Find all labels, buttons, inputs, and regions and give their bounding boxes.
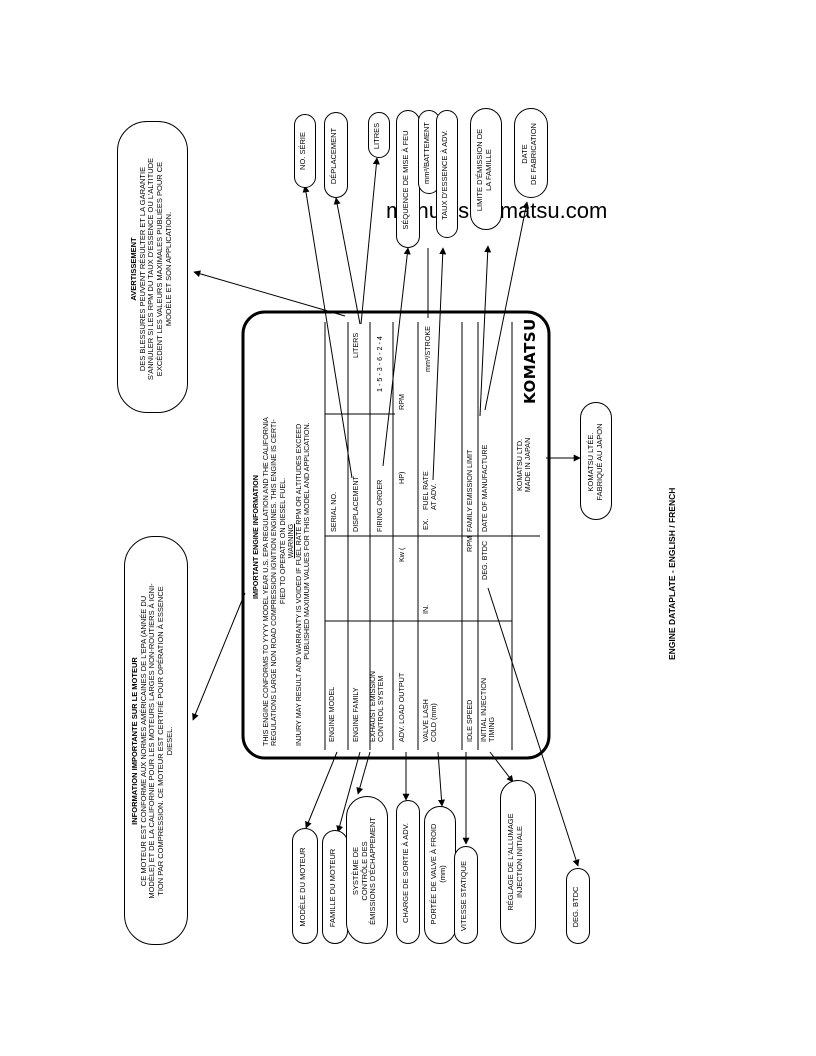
plate-stroke: mm³/STROKE — [423, 326, 432, 372]
bubble-portee: PORTÉE DE VALVE À FROID (mm) — [424, 806, 456, 944]
plate-warning-line: PUBLISHED MAXIMUM VALUES FOR THIS MODEL … — [302, 422, 312, 660]
plate-rpm2: RPM — [465, 536, 474, 552]
bubble-no-serie: NO. SÉRIE — [294, 114, 316, 188]
komatsu-logo: KOMATSU — [521, 318, 539, 404]
plate-header: IMPORTANT ENGINE INFORMATION — [251, 475, 260, 599]
bubble-limite: LIMITE D'ÉMISSION DE LA FAMILLE — [470, 108, 502, 230]
plate-kw: Kw ( — [397, 547, 406, 562]
bubble-reglage: RÉGLAGE DE L'ALLUMAGE INJECTION INITIALE — [500, 780, 536, 944]
plate-firing-order: FIRING ORDER — [375, 479, 384, 532]
plate-engine-model: ENGINE MODEL — [327, 686, 336, 742]
info-fr-box: INFORMATION IMPORTANTE SUR LE MOTEUR CE … — [124, 536, 188, 945]
bubble-modele: MODÈLE DU MOTEUR — [292, 828, 318, 944]
plate-hp: HP) — [397, 471, 406, 484]
plate-dom: DATE OF MANUFACTURE — [480, 444, 489, 532]
plate-displacement: DISPLACEMENT — [351, 476, 360, 532]
bubble-litres: LITRES — [368, 112, 390, 158]
bubble-charge: CHARGE DE SORTIE À ADV. — [396, 800, 420, 944]
bubble-date: DATE DE FABRICATION — [514, 108, 548, 198]
plate-adv-load: ADV. LOAD OUTPUT — [397, 672, 406, 742]
plate-liters: LITERS — [351, 332, 360, 358]
plate-ex: EX. — [421, 518, 430, 530]
bubble-sequence: SÉQUENCE DE MISE À FEU — [396, 110, 420, 248]
bubble-taux: TAUX D'ESSENCE À ADV. — [436, 110, 458, 238]
bubble-vitesse: VITESSE STATIQUE — [454, 846, 478, 944]
plate-rpm: RPM — [397, 394, 406, 410]
bubble-systeme: SYSTÈME DE CONTRÔLE DES ÉMISSIONS D'ÉCHA… — [346, 796, 388, 944]
plate-engine-family: ENGINE FAMILY — [351, 687, 360, 742]
info-fr-line: DIESEL. — [164, 726, 174, 756]
warning-fr-line: MODÈLE ET SON APPLICATION. — [163, 211, 173, 327]
plate-firing-value: 1 - 5 - 3 - 6 - 2 - 4 — [375, 336, 384, 392]
plate-valve-line: COLD (mm) — [429, 703, 439, 742]
bubble-komatsu-fr: KOMATSU LTÉE. FABRIQUÉ AU JAPON — [580, 402, 612, 520]
plate-made-line: MADE IN JAPAN — [523, 437, 533, 493]
plate-deg: DEG. BTDC — [480, 540, 489, 580]
plate-serial-no: SERIAL NO. — [329, 491, 338, 532]
plate-initial-line: TIMING — [487, 716, 497, 742]
bubble-famille: FAMILLE DU MOTEUR — [322, 830, 348, 944]
plate-idle-speed: IDLE SPEED — [465, 699, 474, 742]
plate-in: IN. — [421, 604, 430, 614]
plate-fuel-rate-line: AT ADV. — [429, 483, 439, 510]
bubble-deplacement: DÉPLACEMENT — [324, 112, 348, 198]
page-title: ENGINE DATAPLATE - ENGLISH / FRENCH — [667, 487, 677, 660]
plate-exhaust-line: CONTROL SYSTEM — [376, 675, 386, 742]
plate-fel: FAMILY EMISSION LIMIT — [465, 449, 474, 532]
warning-fr-box: AVERTISSEMENT DES BLESSURES PEUVENT RÉSU… — [117, 121, 188, 413]
bubble-deg-btdc: DEG. BTDC — [566, 868, 590, 944]
